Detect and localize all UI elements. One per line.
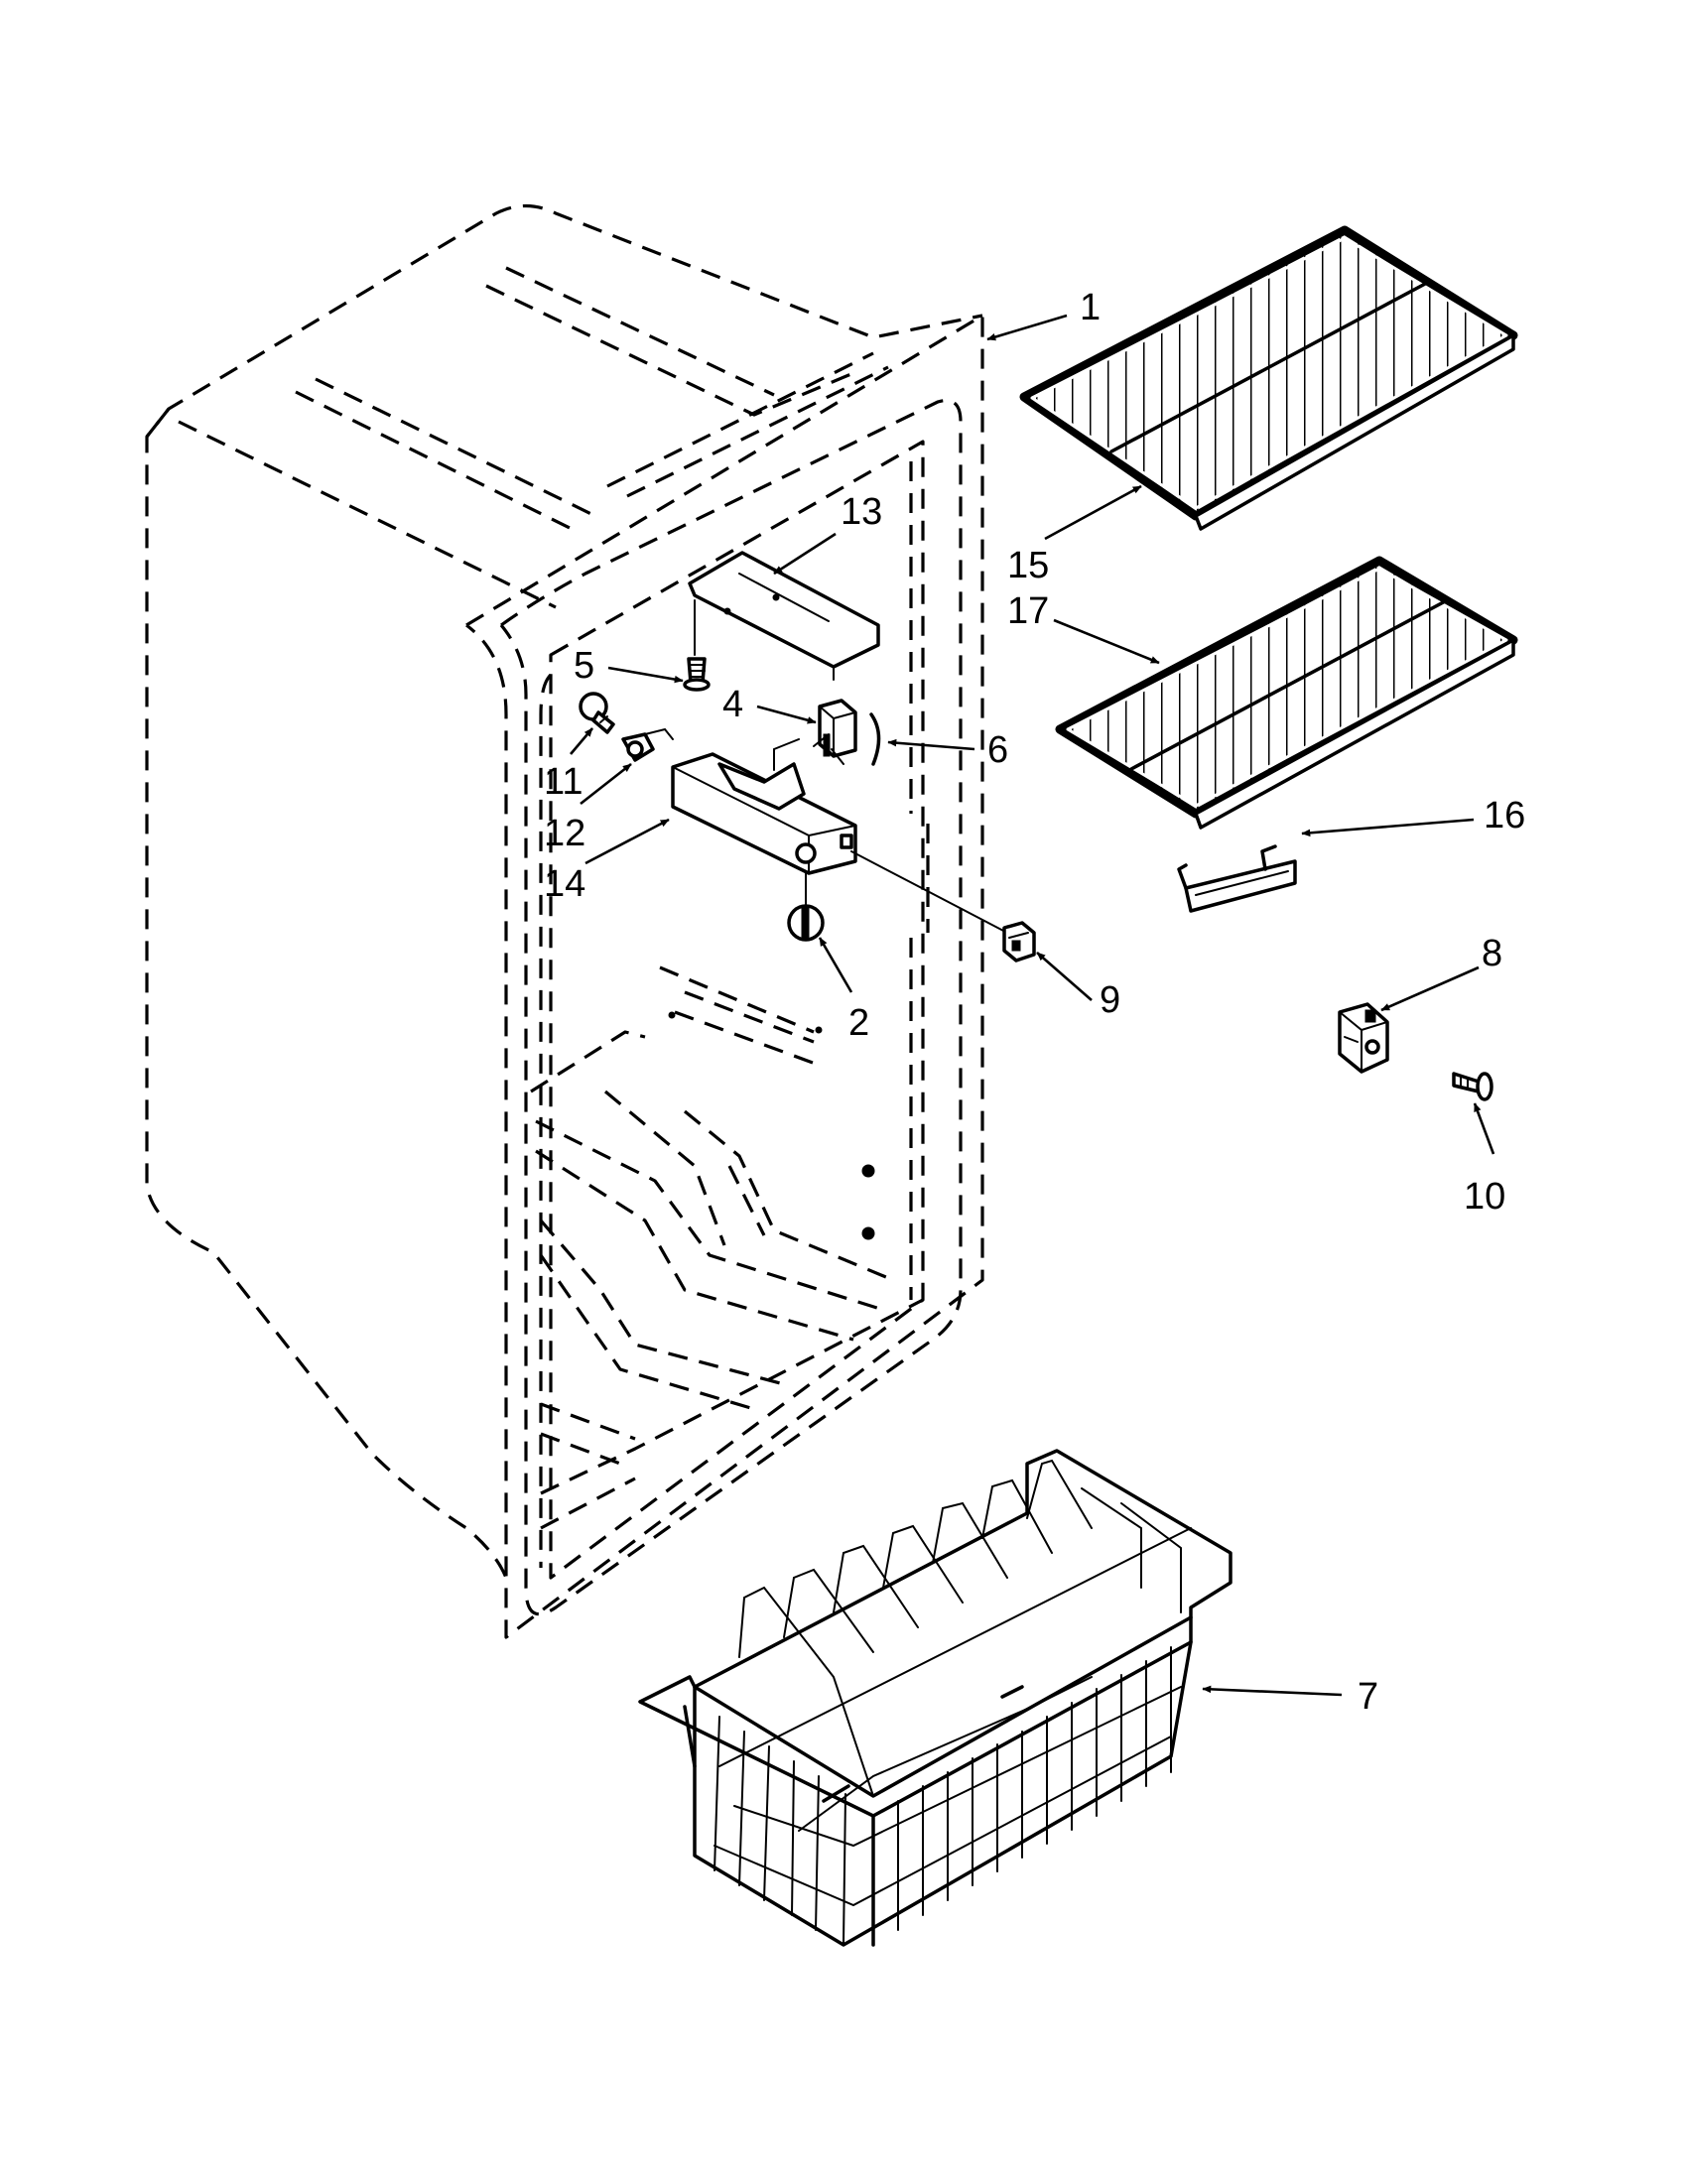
callout-10: 10 — [1464, 1176, 1505, 1218]
callout-7: 7 — [1358, 1676, 1378, 1718]
shelf-trim — [1177, 844, 1297, 913]
wire-shelf-upper — [1019, 225, 1518, 531]
wire-clip — [869, 712, 881, 766]
light-housing — [671, 738, 857, 875]
leader-lines — [570, 314, 1495, 1697]
callout-15: 15 — [1007, 545, 1049, 586]
callout-6: 6 — [987, 729, 1008, 771]
control-knob — [787, 870, 825, 942]
light-bulb — [579, 692, 615, 734]
cabinet-liner — [145, 203, 984, 1639]
mounting-screw — [1452, 1072, 1493, 1101]
callout-5: 5 — [574, 645, 594, 687]
screw — [683, 657, 711, 692]
light-socket — [621, 727, 674, 762]
callout-12: 12 — [544, 813, 585, 854]
callout-13: 13 — [841, 491, 882, 533]
callout-8: 8 — [1482, 933, 1502, 974]
wire-shelf-lower — [1055, 556, 1518, 830]
callout-16: 16 — [1484, 795, 1525, 836]
connector — [1002, 921, 1036, 963]
callout-9: 9 — [1100, 979, 1120, 1021]
freezer-basket — [638, 1449, 1233, 1947]
callout-labels: 1 13 15 17 5 4 6 11 12 14 16 2 9 8 10 7 — [544, 287, 1525, 1718]
callout-2: 2 — [848, 1002, 869, 1044]
callout-14: 14 — [544, 863, 585, 905]
callout-4: 4 — [722, 684, 743, 725]
callout-11: 11 — [544, 761, 583, 803]
thermostat — [1338, 1002, 1389, 1074]
callout-1: 1 — [1080, 287, 1101, 328]
light-shield — [688, 551, 880, 681]
light-switch — [813, 699, 857, 765]
callout-17: 17 — [1007, 590, 1049, 632]
